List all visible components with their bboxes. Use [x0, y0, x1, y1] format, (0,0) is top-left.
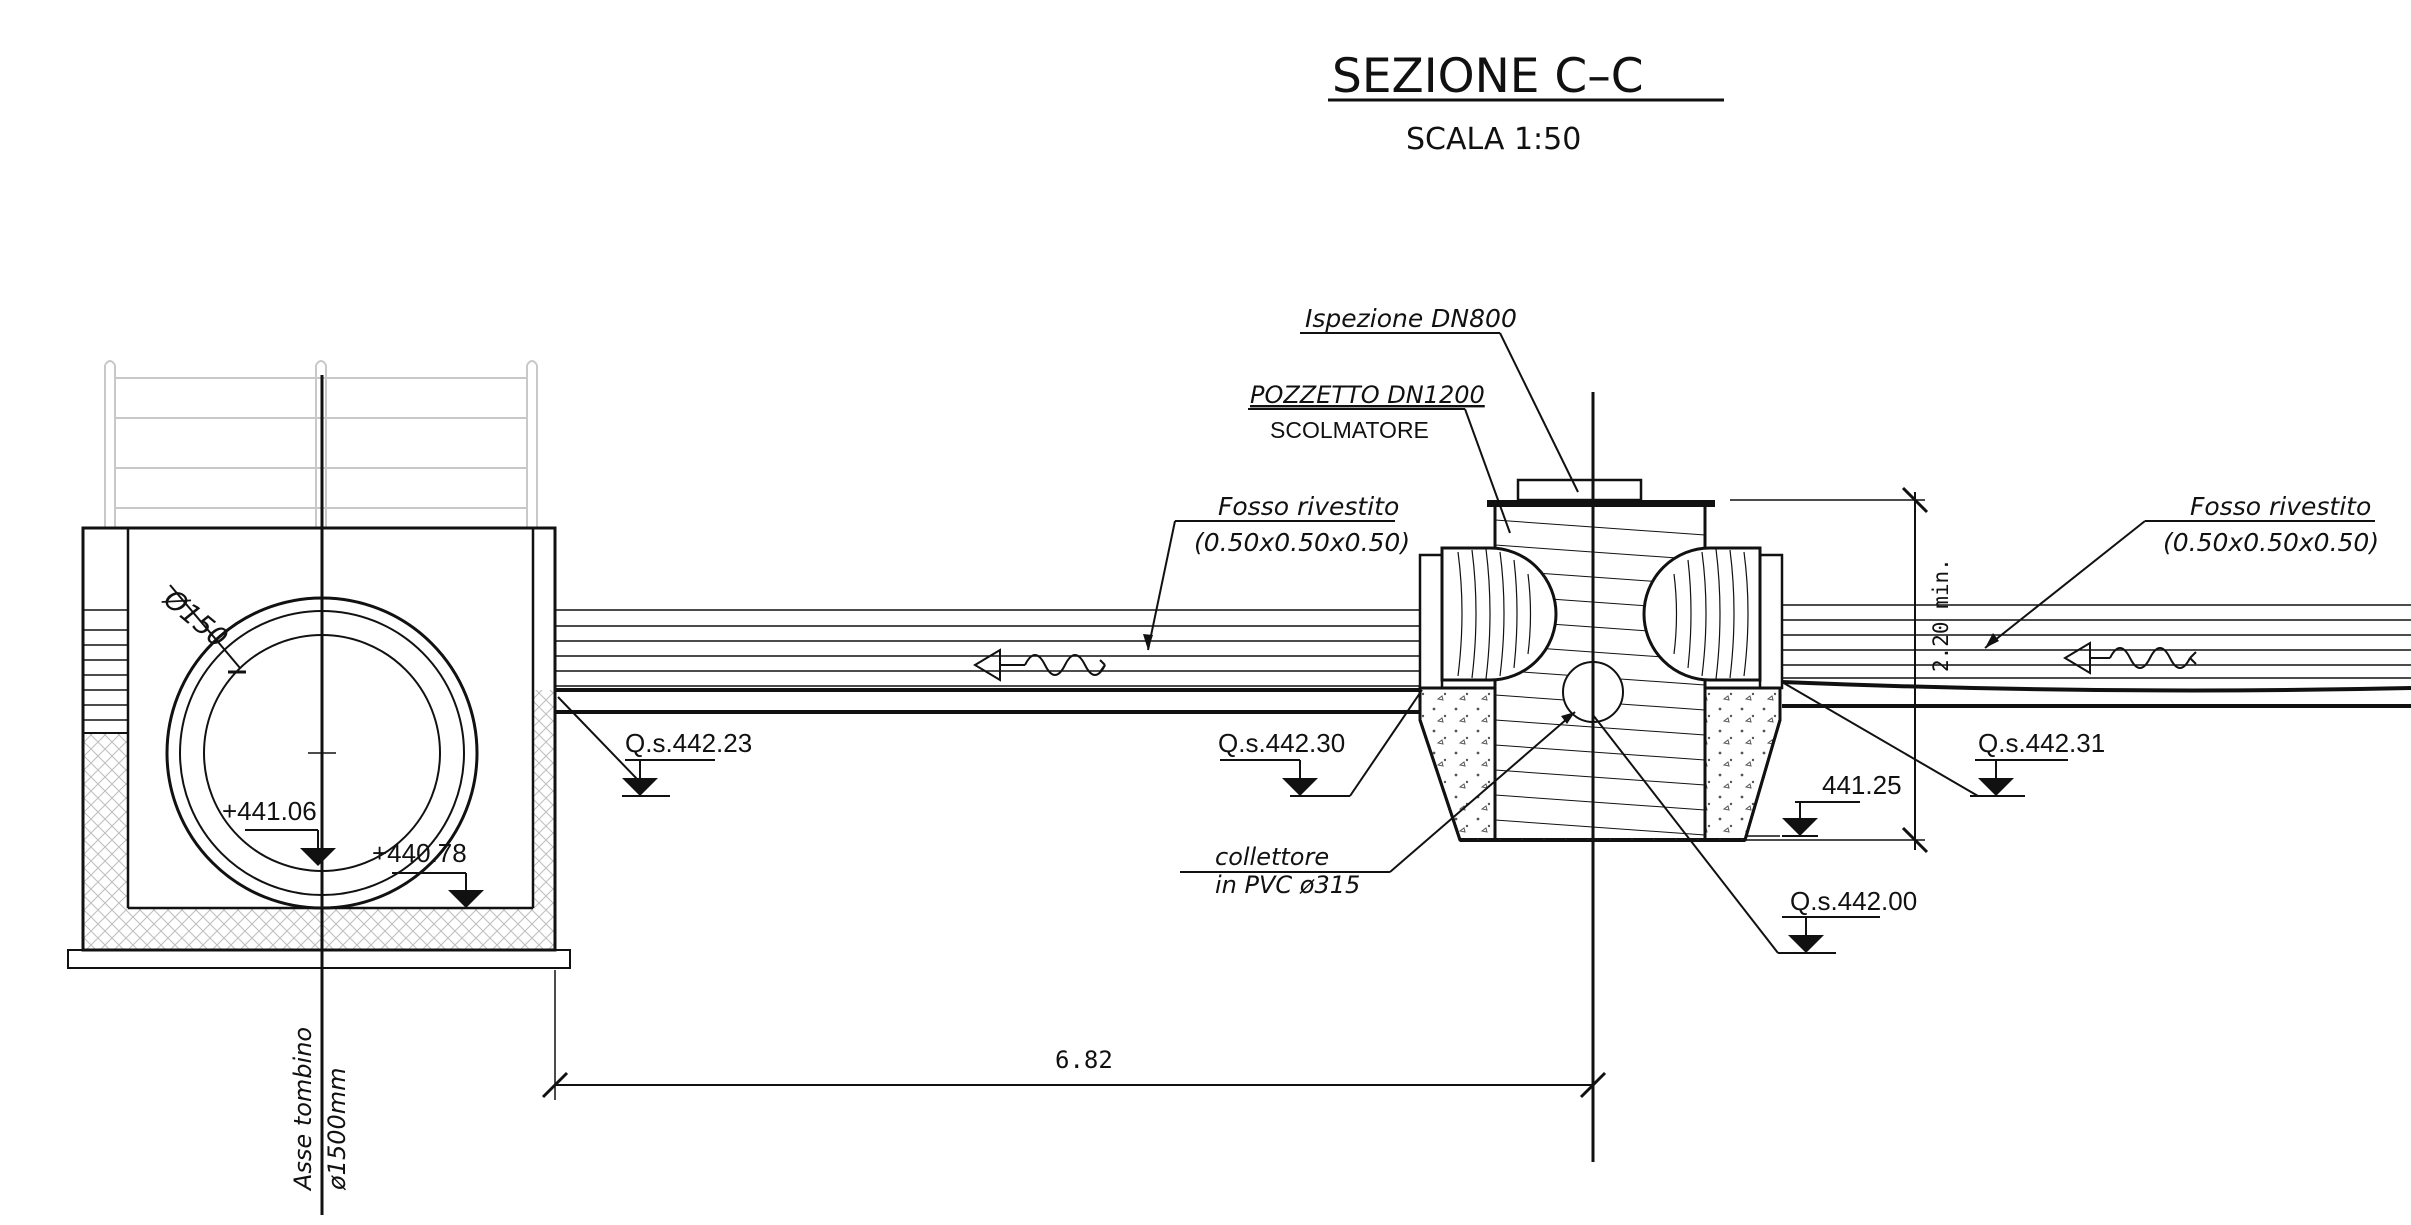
collector-label-1: collettore: [1215, 843, 1329, 871]
level-qs44230: Q.s.442.30: [1218, 728, 1345, 758]
manhole-structure: [1418, 392, 1784, 1162]
scolmatore-label: SCOLMATORE: [1270, 417, 1429, 443]
ditch-right-label-2: (0.50x0.50x0.50): [2163, 528, 2379, 557]
axis-label-line1: Asse tombino: [289, 1027, 317, 1192]
level-marker-44078: [392, 872, 484, 908]
manhole-label: POZZETTO DN1200: [1250, 381, 1485, 409]
level-marker-44125: [1745, 801, 1860, 837]
level-marker-qs44200: [1592, 714, 1880, 954]
level-marker-qs44230: [1220, 689, 1423, 797]
tombino-structure: [67, 360, 571, 1215]
level-44078: +440.78: [372, 838, 467, 868]
level-marker-qs44231: [1781, 681, 2068, 797]
level-qs44231: Q.s.442.31: [1978, 728, 2105, 758]
level-44106: +441.06: [222, 796, 317, 826]
level-44125: 441.25: [1822, 770, 1902, 800]
level-marker-44106: [245, 829, 336, 866]
diameter-150-label: Ø150: [157, 583, 233, 654]
level-qs44223: Q.s.442.23: [625, 728, 752, 758]
dimension-vertical-value: 2.20 min.: [1929, 558, 1953, 672]
collector-label-2: in PVC ø315: [1215, 871, 1360, 899]
axis-label-line2: ø1500mm: [323, 1067, 351, 1191]
dimension-horizontal-value: 6.82: [1055, 1046, 1113, 1074]
ditch-left: [555, 609, 1420, 714]
drawing-title: SEZIONE C–C: [1332, 49, 1644, 104]
dimension-horizontal: [541, 970, 1607, 1100]
level-marker-qs44223: [557, 696, 715, 797]
inspection-label: Ispezione DN800: [1305, 304, 1517, 333]
dimension-vertical: [1730, 486, 1929, 854]
ditch-left-label-2: (0.50x0.50x0.50): [1194, 528, 1410, 557]
ditch-right: [1781, 604, 2411, 708]
drawing-scale: SCALA 1:50: [1406, 122, 1581, 157]
ditch-right-label-1: Fosso rivestito: [2190, 492, 2371, 521]
ditch-left-label-1: Fosso rivestito: [1218, 492, 1399, 521]
level-qs44200: Q.s.442.00: [1790, 886, 1917, 916]
